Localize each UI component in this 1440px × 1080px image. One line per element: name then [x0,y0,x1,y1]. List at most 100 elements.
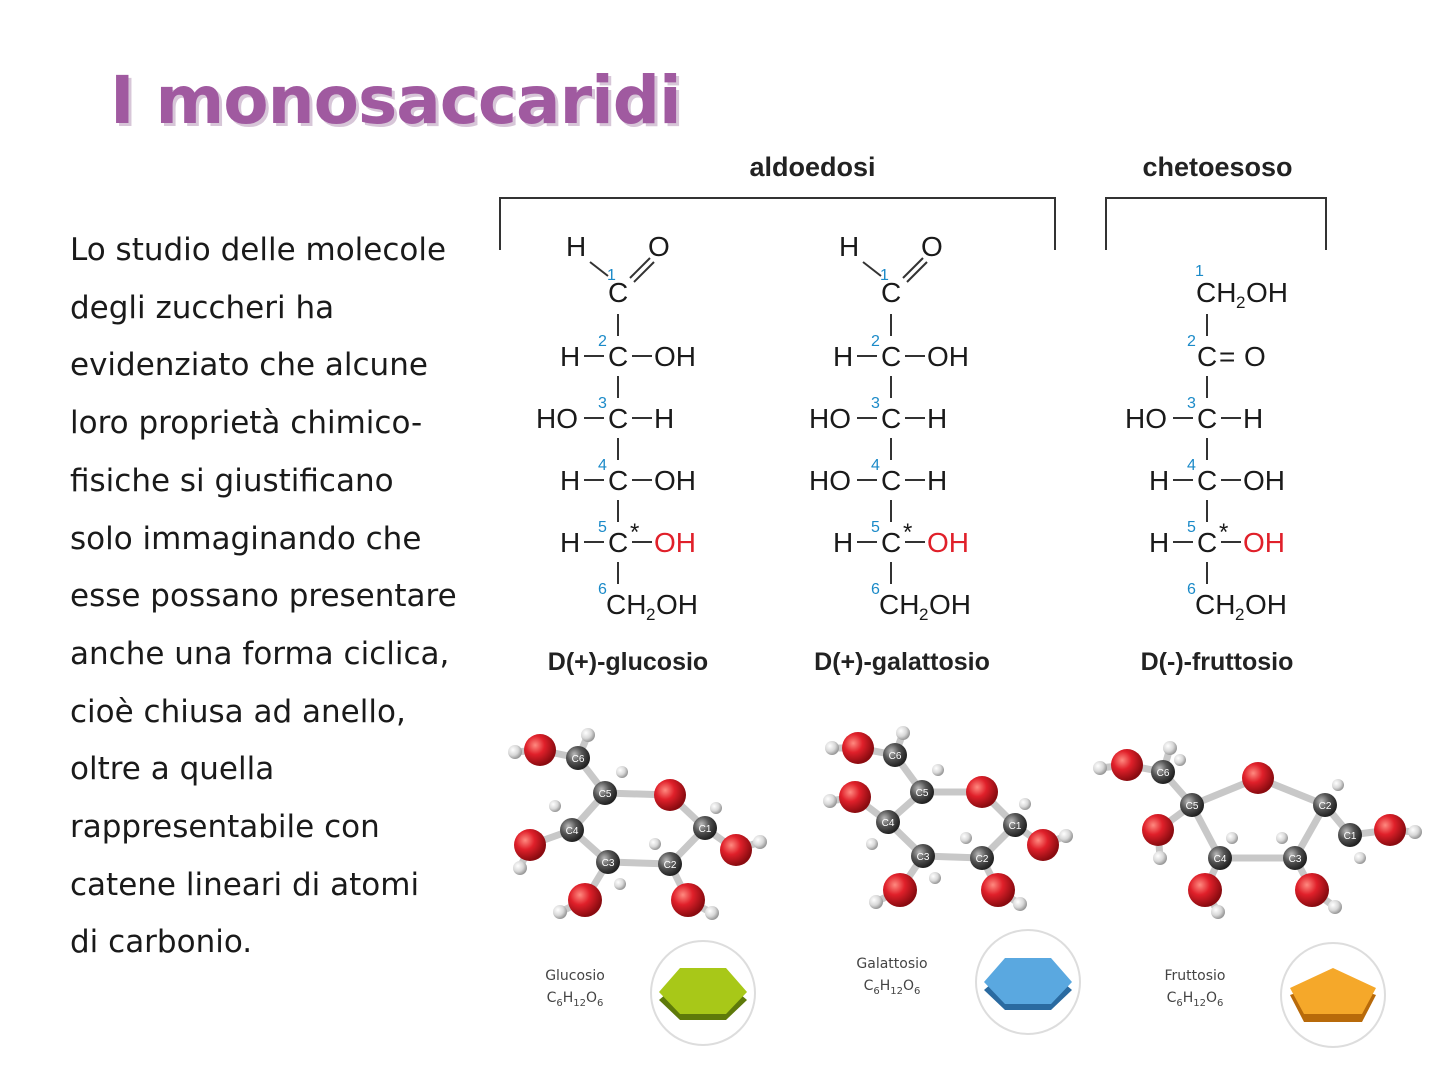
ring-label: C2 [1319,801,1332,812]
fruttosio-caption: Fruttosio C6H12O6 [1150,965,1240,1015]
ring-label: C6 [1157,768,1170,779]
atom-h: H [1149,527,1169,558]
ring-label: C5 [599,789,612,800]
ring-label: C4 [566,826,579,837]
atom-c: C [1197,341,1217,372]
atom-o: O [648,231,670,262]
galattosio-fischer: H O 1 C H 2 C OH HO 3 C H HO 4 C H H 5 [809,231,971,624]
carbon-number: 5 [598,519,607,536]
atom-c: C [881,527,901,558]
galattosio-hexagon-icon [975,929,1081,1035]
carbon-number: 4 [871,457,880,474]
fruttosio-fischer: 1 CH 2 OH 2 C = O HO 3 C H H 4 C OH H 5 … [1125,263,1288,624]
ring-label: C5 [916,788,929,799]
text-line: solo immaginando che [70,520,422,557]
glucosio-ball-stick-model [514,733,762,917]
atom-h: H [833,527,853,558]
carbon-number: 3 [1187,395,1196,412]
carbon-number: 4 [1187,457,1196,474]
glucosio-name: D(+)-glucosio [547,648,709,676]
glucosio-atoms [508,728,767,920]
atom-ch: CH [1195,589,1235,620]
chiral-star: * [1219,519,1228,546]
double-bond: = [1219,341,1235,372]
carbon-number: 3 [598,395,607,412]
caption-name: Fruttosio [1164,968,1226,984]
ring-label: C3 [602,858,615,869]
carbon-number: 4 [598,457,607,474]
atom-h: H [566,231,586,262]
atom-o: O [1244,341,1266,372]
atom-oh: OH [927,341,969,372]
atom-h: H [833,341,853,372]
carbon-number: 2 [598,333,607,350]
carbon-number: 2 [871,333,880,350]
text-line: degli zuccheri ha [70,289,335,326]
ring-label: C4 [1214,854,1227,865]
ring-label: C1 [1344,831,1357,842]
atom-h: H [1149,465,1169,496]
carbon-number: 6 [871,581,880,598]
atom-c: C [608,341,628,372]
atom-ch: CH [1196,277,1236,308]
text-line: cioè chiusa ad anello, [70,693,406,730]
aldoedosi-bracket [499,197,1056,250]
text-line: esse possano presentare [70,578,457,615]
galattosio-atoms [823,726,1073,911]
atom-c: C [608,527,628,558]
atom-ch: CH [606,589,646,620]
text-line: Lo studio delle molecole [70,232,447,268]
atom-c: C [608,403,628,434]
text-line: anche una forma ciclica, [70,635,450,672]
text-line: fisiche si giustificano [70,462,394,499]
fruttosio-pentagon-icon [1280,942,1386,1048]
atom-c: C [608,465,628,496]
ring-label: C4 [882,818,895,829]
fruttosio-atoms [1093,741,1422,919]
atom-oh: OH [929,589,971,620]
carbon-number: 5 [871,519,880,536]
atom-ho: HO [1125,403,1167,434]
atom-oh-red: OH [654,527,696,558]
atom-oh: OH [654,465,696,496]
atom-c: C [1197,465,1217,496]
atom-c: C [881,403,901,434]
glucosio-ring-labels: C6 C5 C4 C3 C2 C1 [566,754,712,871]
atom-oh-red: OH [1243,527,1285,558]
ring-label: C2 [976,854,989,865]
chiral-star: * [903,519,912,546]
ring-label: C3 [917,852,930,863]
ring-label: C6 [889,751,902,762]
carbon-number: 3 [871,395,880,412]
atom-c: C [1197,403,1217,434]
carbon-number: 6 [1187,581,1196,598]
atom-oh-red: OH [927,527,969,558]
atom-c: C [1197,527,1217,558]
subscript: 2 [646,605,655,624]
atom-h: H [927,403,947,434]
ring-label: C6 [572,754,585,765]
carbon-number: 1 [1195,263,1204,280]
carbon-number: 1 [880,267,889,284]
text-line: di carbonio. [70,924,253,961]
fruttosio-ring-labels: C6 C5 C4 C3 C2 C1 [1157,768,1357,865]
caption-formula: C6H12O6 [863,978,921,997]
atom-ho: HO [809,403,851,434]
atom-oh: OH [656,589,698,620]
fruttosio-name: D(-)-fruttosio [1140,648,1294,676]
chetoesoso-bracket [1105,197,1327,250]
carbon-number: 1 [607,267,616,284]
carbon-number: 2 [1187,333,1196,350]
atom-oh: OH [1245,589,1287,620]
atom-oh: OH [1243,465,1285,496]
aldoedosi-label: aldoedosi [749,152,876,182]
caption-name: Glucosio [545,968,605,984]
atom-h: H [560,341,580,372]
text-line: loro proprietà chimico- [70,405,423,442]
galattosio-name: D(+)-galattosio [814,648,990,676]
atom-c: C [881,277,901,308]
ring-label: C2 [664,860,677,871]
chetoesoso-label: chetoesoso [1142,152,1293,182]
glucosio-caption: Glucosio C6H12O6 [530,965,620,1015]
